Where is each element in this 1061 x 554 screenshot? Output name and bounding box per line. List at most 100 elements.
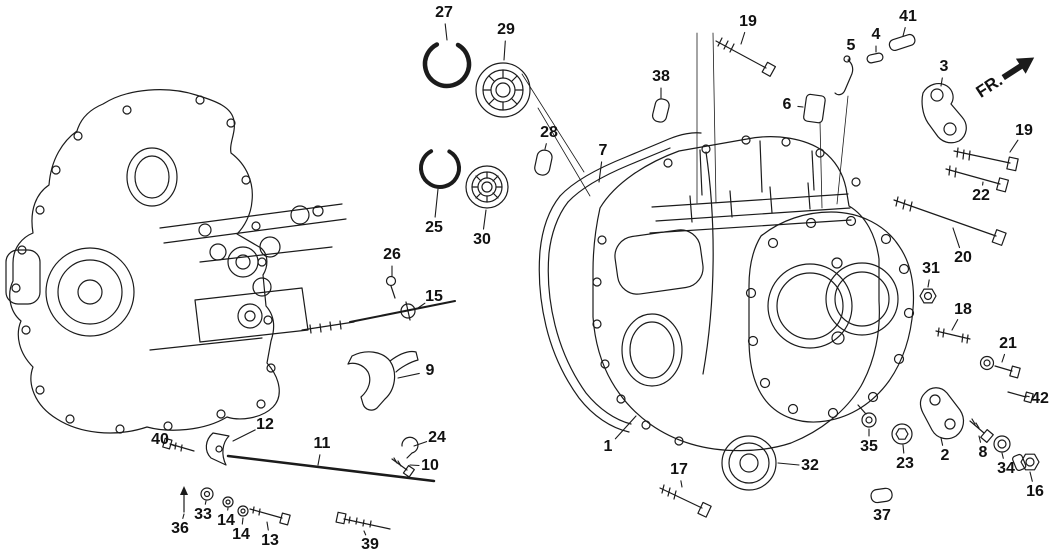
part-callout-6-8: 6 [782,96,792,113]
flange-bolt-holes [592,135,861,446]
bolt-19-right [953,147,1019,172]
part-callout-38-7: 38 [652,68,670,85]
part-callout-35-28: 35 [860,438,878,455]
part-callout-24-24: 24 [428,429,446,446]
bolt-8 [969,418,994,444]
leader-line-40 [169,443,176,447]
clutch-housing [5,89,355,434]
part-callout-12-23: 12 [256,416,274,433]
leader-line-14 [241,517,244,525]
part-callout-18-19: 18 [954,301,972,318]
nut-31 [919,288,937,304]
leader-line-32 [777,462,800,466]
leader-line-10 [409,464,420,467]
pin-4 [866,52,884,64]
bolt-20 [893,196,1007,246]
shift-fork-12 [205,432,230,466]
roller-38 [651,98,670,123]
part-callout-3-6: 3 [939,58,949,75]
roller-28 [534,149,553,176]
clip-24 [401,436,419,459]
transmission-housing [592,135,880,452]
bolt-holes [11,95,276,434]
leader-line-39 [363,530,367,536]
bolt-10 [391,457,415,478]
part-callout-41-3: 41 [899,8,917,25]
shift-shaft-15 [349,300,456,323]
leader-line-16 [1029,471,1033,482]
leader-line-19 [1009,139,1019,153]
leader-line-34 [1001,452,1004,459]
part-callout-42-22: 42 [1031,390,1049,407]
part-callout-20-15: 20 [954,249,972,266]
part-callout-21-20: 21 [999,335,1017,352]
part-callout-22-12: 22 [972,187,990,204]
leader-line-17 [680,480,683,488]
bracket-3 [921,83,967,144]
leader-line-30 [482,209,487,230]
leader-line-9 [397,372,420,379]
leader-line-41 [902,27,906,37]
dowel-6 [803,93,826,124]
part-callout-23-42: 23 [896,455,914,472]
bolt-17 [659,484,712,518]
snap-ring-25 [419,147,461,189]
bolt-22 [945,165,1010,193]
shift-fork-9 [347,351,396,411]
washer-14a [222,496,234,508]
part-callout-1-40: 1 [603,438,613,455]
leader-line-28 [544,143,547,150]
snap-rings-and-bearings [419,39,591,209]
bolt-19-top [715,37,777,77]
part-callout-39-38: 39 [361,536,379,553]
part-callout-16-32: 16 [1026,483,1044,500]
part-callout-40-25: 40 [151,431,169,448]
part-callout-32-41: 32 [801,457,819,474]
leader-line-33 [204,500,207,505]
shift-forks-and-shafts [162,275,456,530]
stud-18 [935,327,971,344]
part-callout-36-34: 36 [171,520,189,537]
part-callout-34-31: 34 [997,460,1015,477]
part-callout-2-29: 2 [940,447,950,464]
cover-bolt-holes [745,215,915,419]
bracket-2 [919,387,965,440]
part-callout-11-26: 11 [313,435,331,452]
leader-line-19 [740,31,746,45]
part-callout-25-13: 25 [425,219,443,236]
roller-37 [870,487,893,504]
leader-line-25 [434,188,439,218]
leader-line-15 [417,302,426,309]
bearing-30 [465,165,509,209]
part-callout-15-18: 15 [425,288,443,305]
bearing-29 [475,62,531,118]
leader-line-27 [444,23,448,41]
bolt-21 [979,355,1021,379]
leader-line-12 [232,429,256,442]
snap-ring-27 [422,39,472,89]
bolts [659,32,1034,518]
leader-line-23 [902,444,905,454]
leader-line-21 [1001,353,1006,363]
leader-line-42 [1025,395,1030,398]
leader-line-11 [317,454,321,466]
washer-33 [200,487,214,501]
part-callout-31-17: 31 [922,260,940,277]
spring-36 [180,486,188,513]
fr-direction-indicator: FR. [973,48,1041,102]
leader-line-3 [940,77,943,87]
leader-line-2 [940,437,944,446]
tube-5 [834,55,854,96]
gasket [538,132,702,433]
end-cover-face [745,211,915,423]
pin-41 [888,33,916,52]
part-callout-13-37: 13 [261,532,279,549]
leader-line-20 [952,227,961,249]
part-callout-19-11: 19 [1015,122,1033,139]
part-callout-26-16: 26 [383,246,401,263]
leader-line-7 [598,161,603,183]
leader-line-31 [927,279,930,288]
part-callout-17-39: 17 [670,461,688,478]
